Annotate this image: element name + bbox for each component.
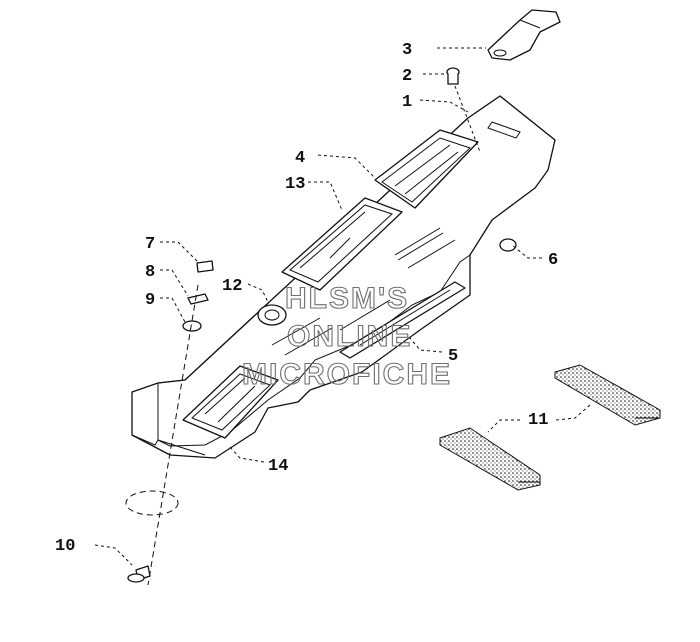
decal-lower: [182, 365, 279, 439]
rivet: [446, 67, 481, 153]
callout-4: 4: [295, 149, 305, 168]
watermark-line-1: HLSM'S: [285, 282, 409, 315]
skid-plate: [131, 95, 556, 459]
callout-labels: 3 2 1 4 13 6 7 8 12 9 5 11 14 10: [55, 41, 558, 556]
callout-5: 5: [448, 347, 458, 366]
callout-8: 8: [145, 263, 155, 282]
watermark-line-3: MICROFICHE: [242, 358, 452, 391]
watermark: HLSM'S ONLINE MICROFICHE: [241, 281, 452, 391]
callout-9: 9: [145, 291, 155, 310]
plug: [499, 238, 517, 252]
callout-1: 1: [402, 93, 412, 112]
callout-3: 3: [402, 41, 412, 60]
decal-upper: [374, 129, 479, 209]
traction-pads: [439, 364, 661, 491]
bracket: [487, 9, 561, 61]
watermark-line-2: ONLINE: [287, 320, 412, 353]
callout-13: 13: [285, 175, 305, 194]
callout-7: 7: [145, 235, 155, 254]
callout-14: 14: [268, 457, 288, 476]
nut-stack: [182, 260, 214, 332]
strip-decal: [339, 281, 466, 359]
callout-12: 12: [222, 277, 242, 296]
callout-2: 2: [402, 67, 412, 86]
callout-11: 11: [528, 411, 548, 430]
bolt: [125, 284, 199, 586]
callout-6: 6: [548, 251, 558, 270]
vent-slots: [271, 227, 456, 356]
leader-lines: [94, 47, 591, 566]
callout-10: 10: [55, 537, 75, 556]
decal-middle: [281, 197, 403, 291]
grommet: [257, 304, 287, 326]
